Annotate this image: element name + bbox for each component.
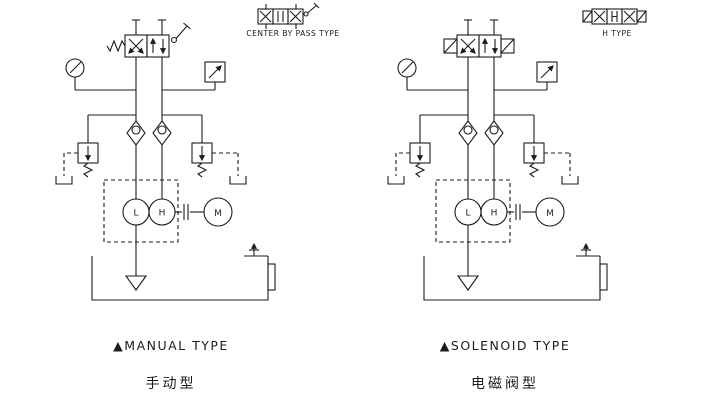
solenoid-right — [500, 38, 515, 54]
hydraulic-circuit-solenoid — [388, 20, 607, 300]
type-label-solenoid: ▲SOLENOID TYPE — [440, 338, 570, 353]
chinese-label-manual: 手动型 — [146, 376, 197, 392]
h-type-valve-symbol — [582, 8, 647, 25]
hydraulic-circuit-manual — [56, 20, 275, 300]
center-bypass-valve-symbol — [257, 2, 320, 29]
solenoid-actuators — [443, 38, 515, 54]
solenoid-left — [443, 38, 458, 54]
corner-valve-label-left: CENTER BY PASS TYPE — [246, 29, 339, 38]
type-label-manual: ▲MANUAL TYPE — [113, 338, 229, 353]
chinese-label-solenoid: 电磁阀型 — [471, 376, 539, 392]
manual-lever — [106, 22, 191, 53]
corner-valve-label-right: H TYPE — [602, 29, 631, 38]
